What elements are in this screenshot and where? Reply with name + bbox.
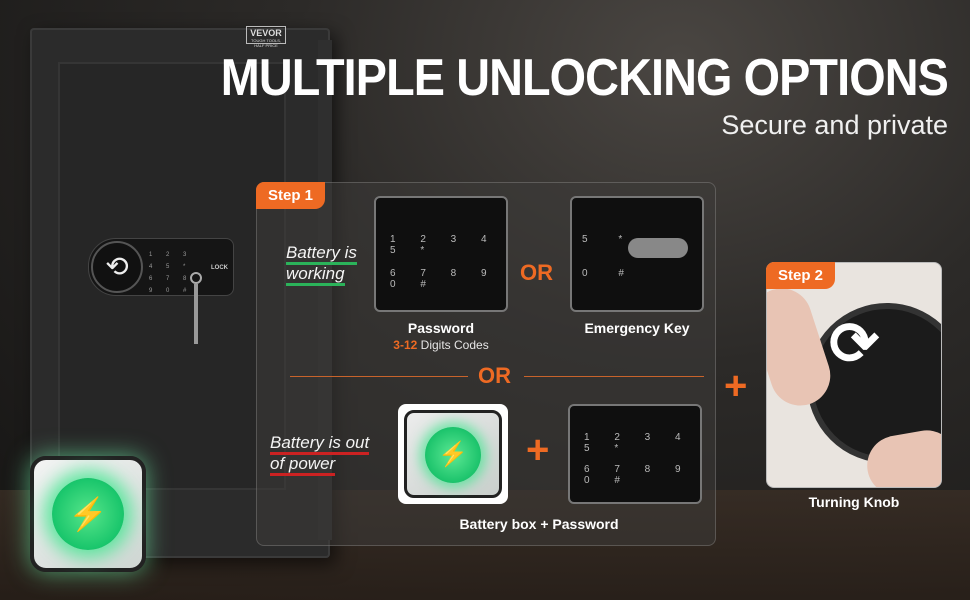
rotate-arrows-icon: ⟲ <box>91 241 143 293</box>
divider-left <box>290 376 468 377</box>
condition-working: Battery is working <box>286 242 374 286</box>
condition-out: Battery is out of power <box>270 432 370 476</box>
password-sublabel: 3-12 Digits Codes <box>374 338 508 352</box>
turning-knob-label: Turning Knob <box>808 494 900 510</box>
password-keypad-image: 1 2 3 4 5 * 6 7 8 9 0 # <box>374 196 508 312</box>
brand-logo: VEVOR TOUGH TOOLS, HALF PRICE <box>246 26 286 48</box>
keypad-row-2: 6 7 8 9 0 # <box>149 276 193 294</box>
password-label: Password <box>407 320 475 336</box>
page-title: MULTIPLE UNLOCKING OPTIONS <box>220 49 949 107</box>
brand-name: VEVOR <box>250 28 282 38</box>
key-icon <box>190 272 202 352</box>
battery-combo-label: Battery box + Password <box>459 516 619 532</box>
keypad-row-1: 1 2 3 4 5 * <box>390 234 498 256</box>
keypad-row-2: 6 7 8 9 0 # <box>390 268 498 290</box>
divider-right <box>524 376 704 377</box>
battery-box-image: ⚡ <box>398 404 508 504</box>
emergency-key-label: Emergency Key <box>584 320 690 336</box>
plus-symbol: + <box>526 428 550 472</box>
lightning-icon: ⚡ <box>425 427 481 483</box>
lock-text: LOCK <box>211 265 228 271</box>
keypad-row-1: 1 2 3 4 5 * <box>149 252 193 270</box>
or-text-options: OR <box>520 260 553 285</box>
or-text-middle: OR <box>478 363 511 388</box>
battery-box: ⚡ <box>30 456 146 572</box>
password-range: 3-12 <box>393 338 418 352</box>
brand-tagline: TOUGH TOOLS, HALF PRICE <box>250 38 281 48</box>
step2-panel: ⟳ <box>766 262 942 488</box>
page-subtitle: Secure and private <box>721 110 948 140</box>
step2-badge: Step 2 <box>766 262 836 289</box>
keypad-row-2: 6 7 8 9 0 # <box>584 464 692 486</box>
emergency-key-image: 5 * 0 # <box>570 196 704 312</box>
connector-plus: + <box>724 364 748 408</box>
lightning-icon: ⚡ <box>52 478 124 550</box>
condition-out-text: Battery is out of power <box>270 433 370 476</box>
step1-badge: Step 1 <box>256 182 326 209</box>
keypad-row-1: 1 2 3 4 5 * <box>584 432 692 454</box>
safe-keypad: 1 2 3 4 5 * 6 7 8 9 0 # <box>149 249 204 294</box>
key-icon <box>628 238 688 258</box>
rotate-arrows-icon: ⟳ <box>829 310 880 377</box>
safe-lock-panel: ⟲ 1 2 3 4 5 * 6 7 8 9 0 # LOCK <box>88 238 234 296</box>
condition-working-text: Battery is working <box>286 243 357 286</box>
password-keypad-image-2: 1 2 3 4 5 * 6 7 8 9 0 # <box>568 404 702 504</box>
password-suffix: Digits Codes <box>420 338 489 352</box>
